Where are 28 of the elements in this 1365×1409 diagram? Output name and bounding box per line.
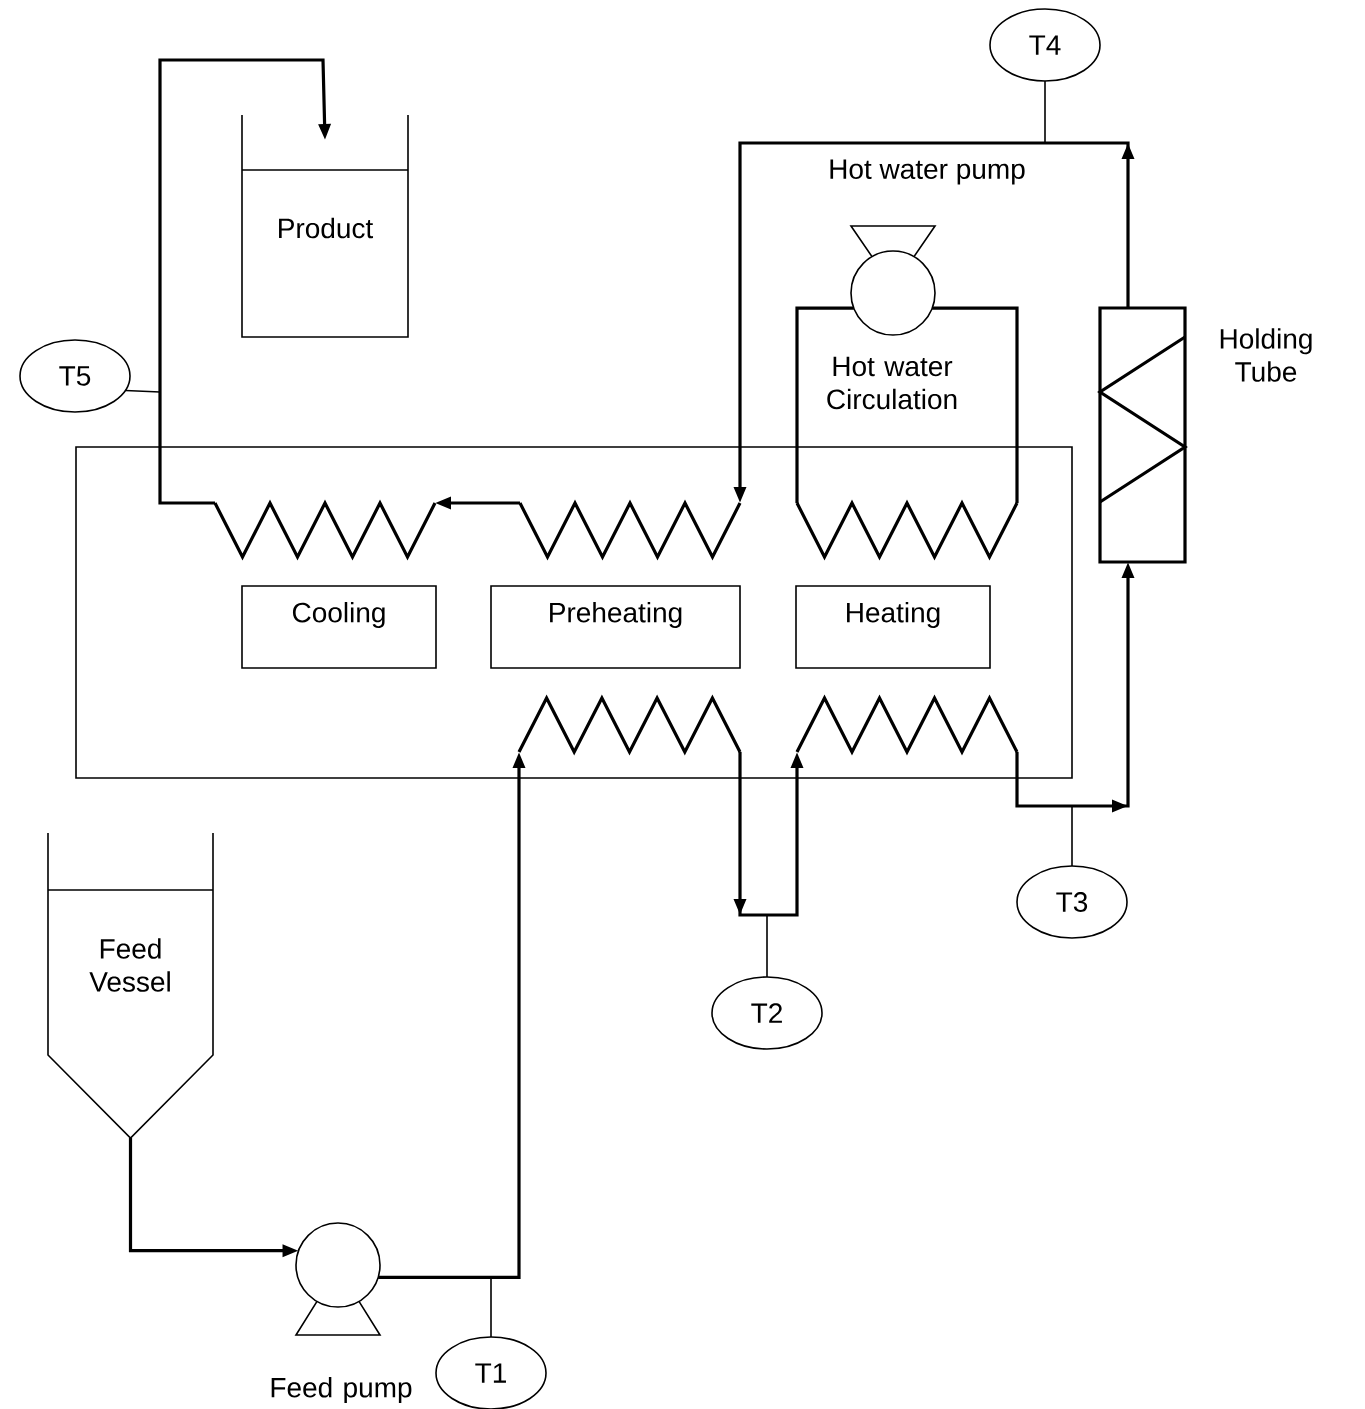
- section-box: Cooling: [241, 585, 437, 669]
- feed-vessel: Feed Vessel: [47, 832, 214, 1140]
- coil: [795, 499, 1019, 561]
- temperature-sensor: T1: [435, 1336, 547, 1409]
- label: Feed pump: [271, 1376, 412, 1404]
- section-box: Heating: [795, 585, 991, 669]
- temperature-sensor: T4: [989, 8, 1101, 82]
- coil: [518, 499, 742, 561]
- sensor-line: [1071, 805, 1073, 867]
- sensor-line: [124, 389, 161, 393]
- pump-symbol: [294, 1222, 382, 1336]
- pipe-arrow: [158, 58, 332, 505]
- section-box: Preheating: [490, 585, 741, 669]
- temperature-sensor: T3: [1016, 865, 1128, 939]
- temperature-sensor: T5: [19, 339, 131, 413]
- holding-tube: Holding Tube: [1097, 306, 1312, 564]
- coil: [213, 499, 437, 561]
- temperature-sensor: T2: [711, 976, 823, 1050]
- coil: [795, 694, 1019, 756]
- sensor-line: [1044, 80, 1046, 144]
- node-label: Holding Tube: [1220, 328, 1312, 382]
- coil: [517, 694, 742, 756]
- pipe: [932, 306, 1019, 503]
- sensor-line: [490, 1276, 492, 1338]
- pipe: [795, 306, 854, 503]
- heat-exchanger-frame: [75, 446, 1073, 779]
- sensor-line: [766, 914, 768, 978]
- product-tank: Product: [241, 114, 409, 338]
